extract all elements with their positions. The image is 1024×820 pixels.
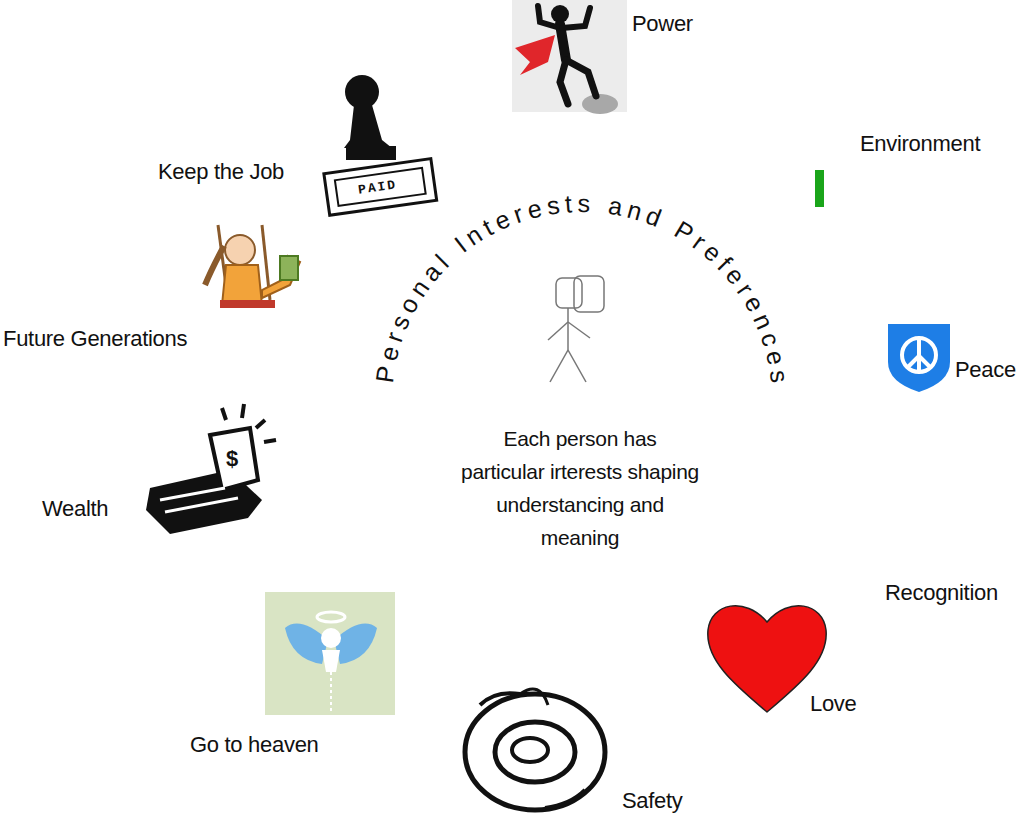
curved-title: Personal Interests and Preferences bbox=[370, 189, 794, 384]
money-icon: $ bbox=[146, 404, 276, 534]
job-label: Keep the Job bbox=[158, 159, 284, 185]
generations-label: Future Generations bbox=[3, 326, 187, 352]
peace-shield-icon bbox=[888, 324, 950, 392]
safety-label: Safety bbox=[622, 788, 683, 814]
heaven-label: Go to heaven bbox=[190, 732, 319, 758]
wealth-label: Wealth bbox=[42, 496, 108, 522]
title-text: Personal Interests and Preferences bbox=[370, 189, 794, 384]
life-ring-icon bbox=[465, 689, 605, 810]
center-note: Each person has particular irterests sha… bbox=[460, 422, 700, 554]
environment-label: Environment bbox=[860, 131, 980, 157]
stick-figure bbox=[548, 276, 604, 382]
love-label: Love bbox=[810, 691, 857, 717]
environment-mark bbox=[815, 170, 824, 207]
superhero-icon bbox=[512, 0, 627, 114]
peace-label: Peace bbox=[955, 357, 1016, 383]
svg-text:$: $ bbox=[226, 446, 238, 471]
swing-child-icon bbox=[205, 225, 300, 308]
angel-icon bbox=[265, 592, 395, 715]
stamp-icon bbox=[324, 75, 437, 215]
recognition-label: Recognition bbox=[885, 580, 998, 606]
power-label: Power bbox=[632, 11, 693, 37]
heart-icon bbox=[708, 606, 826, 712]
